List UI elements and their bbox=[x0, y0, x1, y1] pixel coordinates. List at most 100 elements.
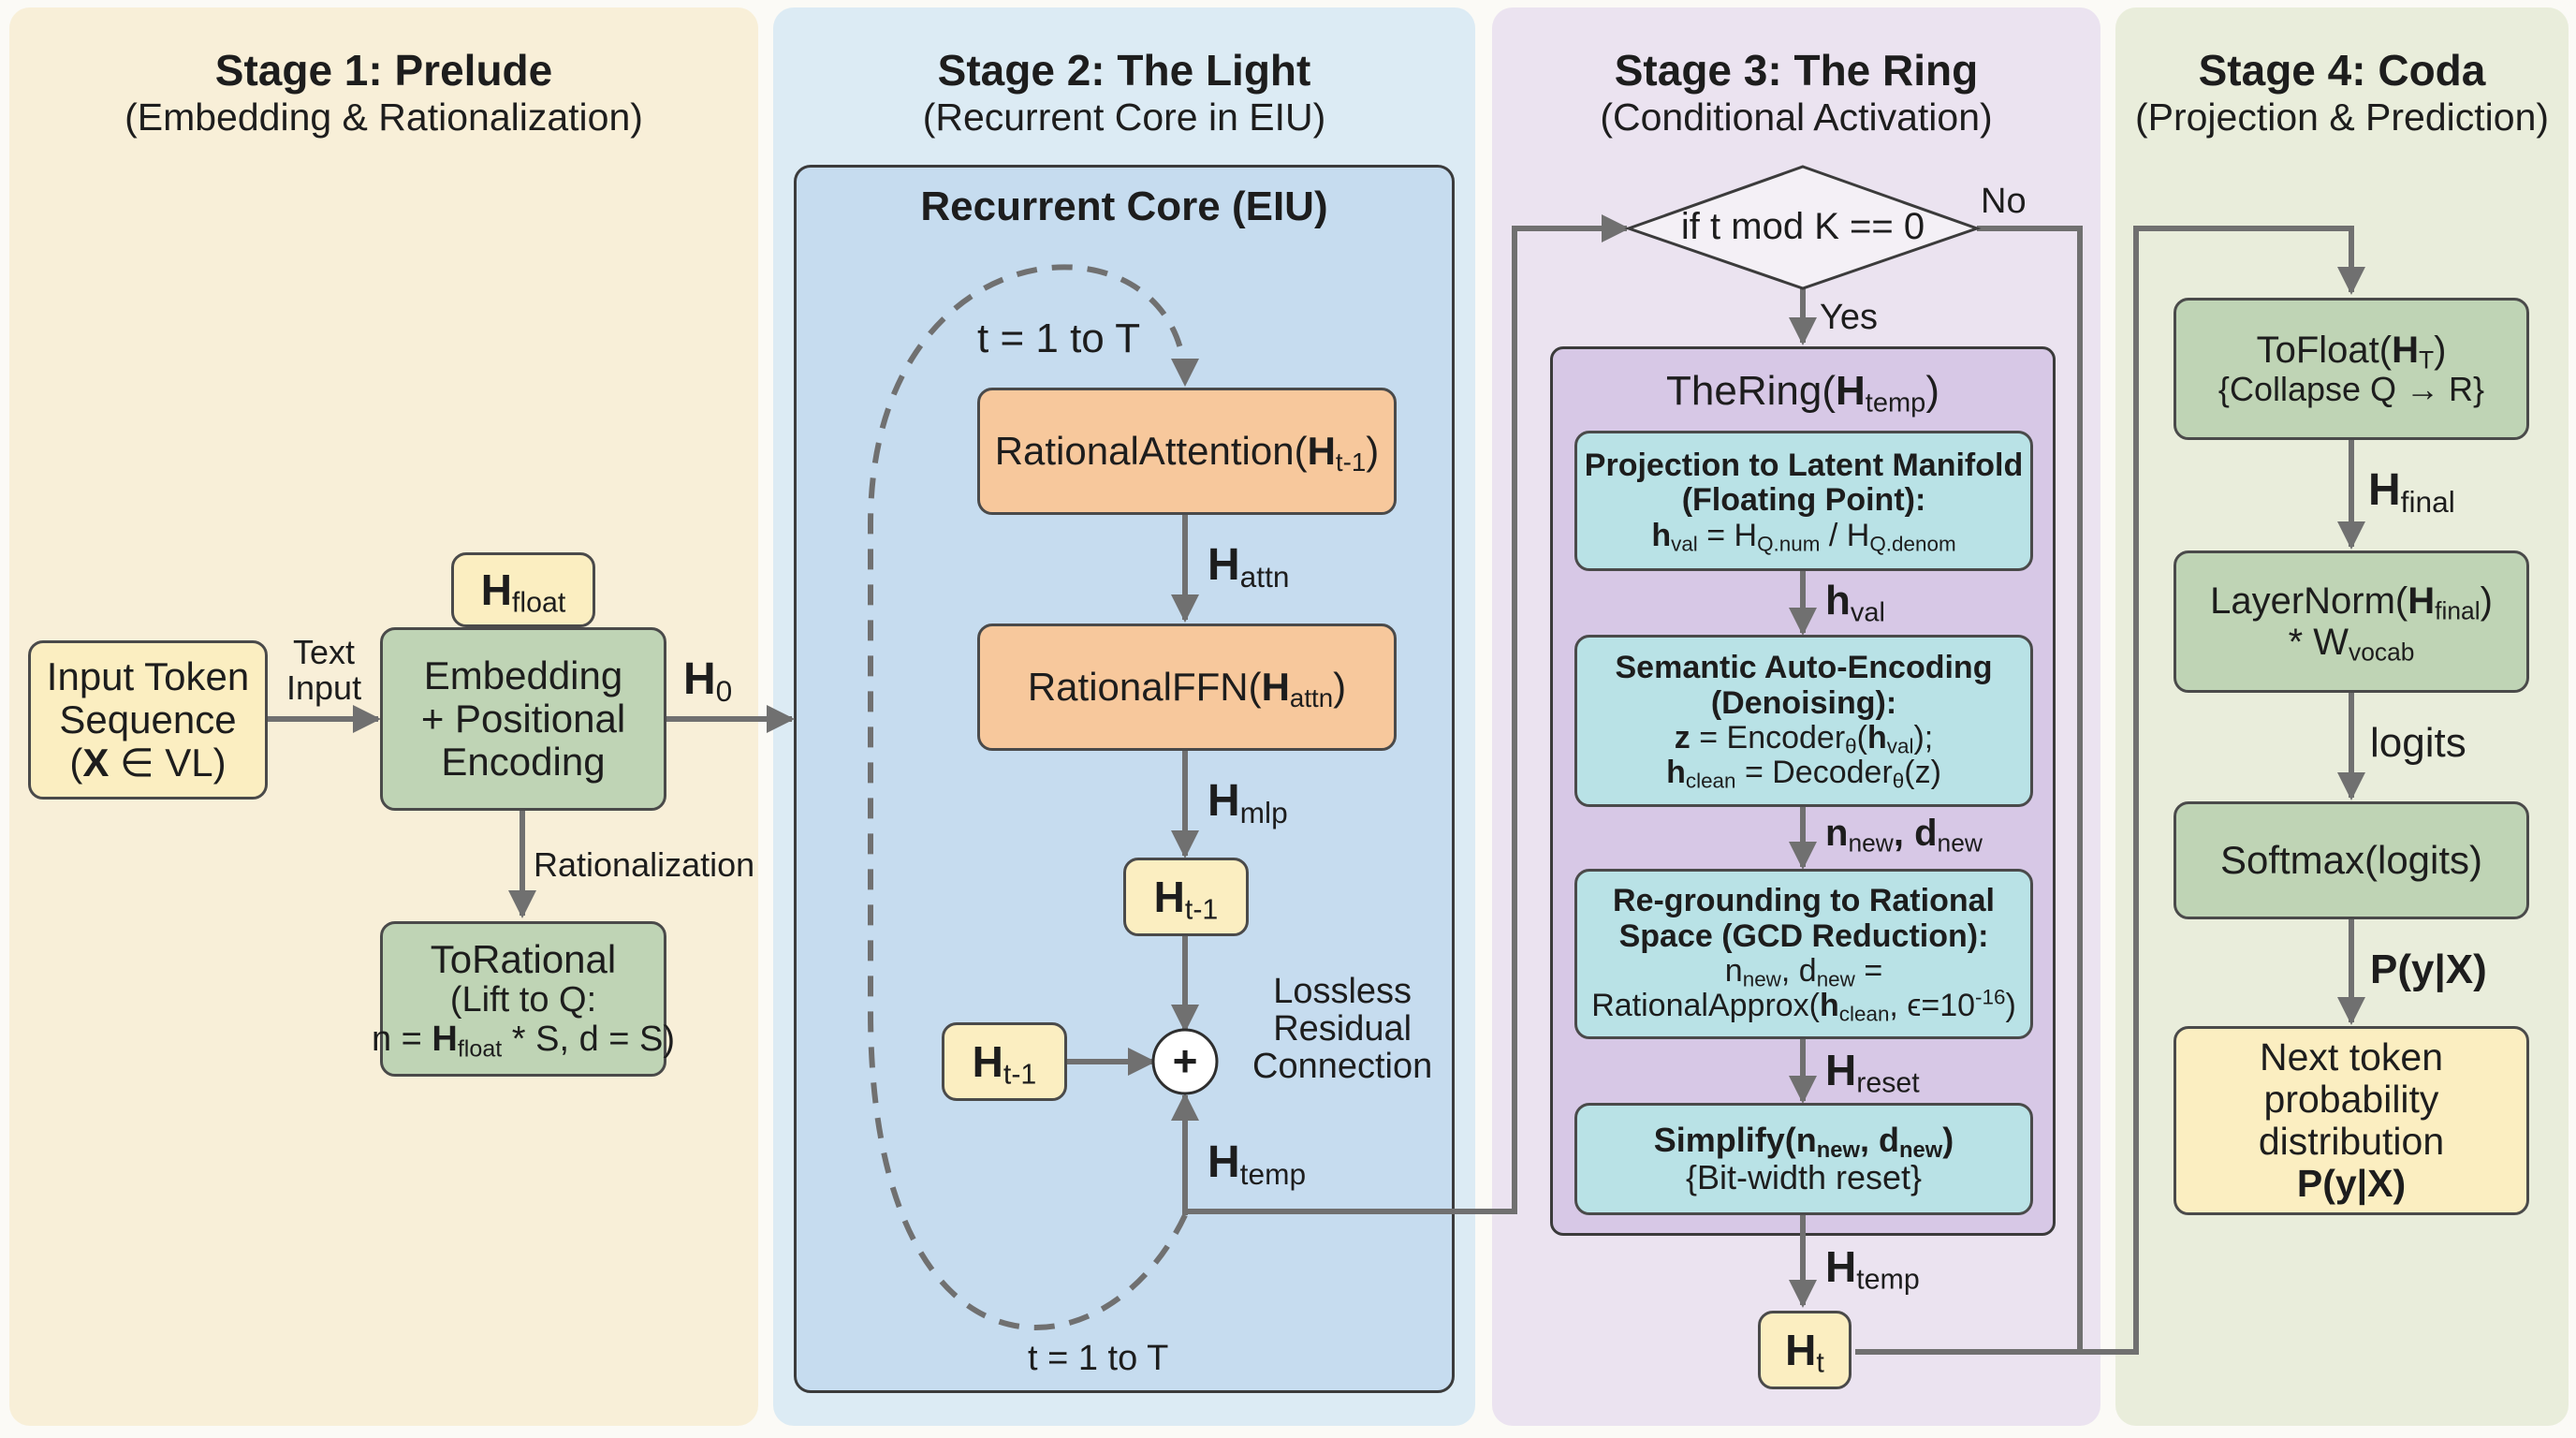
next-token-line-4: P(y|X) bbox=[2297, 1163, 2406, 1205]
regrounding-box: Re-grounding to Rational Space (GCD Redu… bbox=[1574, 869, 2033, 1039]
layernorm-box: LayerNorm(Hfinal) * Wvocab bbox=[2174, 550, 2529, 693]
to-rational-sub: float bbox=[457, 1035, 503, 1063]
input-line-2: Sequence bbox=[59, 697, 237, 741]
residual-line-3: Connection bbox=[1252, 1046, 1433, 1086]
regrounding-eps: , ϵ=10 bbox=[1889, 988, 1976, 1024]
layernorm-sub: final bbox=[2435, 596, 2481, 625]
h-temp-stage3-sub: temp bbox=[1856, 1264, 1920, 1296]
h-attn-main: H bbox=[1208, 540, 1240, 590]
loop-top-label: t = 1 to T bbox=[977, 315, 1141, 361]
attention-sub: t-1 bbox=[1335, 447, 1367, 477]
simplify-pre: Simplify(n bbox=[1653, 1121, 1817, 1160]
ffn-var: H bbox=[1261, 664, 1290, 709]
h-float-sub: float bbox=[511, 587, 566, 619]
regrounding-eq: = bbox=[1854, 953, 1883, 989]
simplify-n-sub: new bbox=[1816, 1137, 1860, 1164]
regrounding-approx: RationalApprox( bbox=[1591, 988, 1820, 1024]
regrounding-title-1: Re-grounding to Rational bbox=[1613, 883, 1995, 919]
attention-var: H bbox=[1307, 428, 1336, 473]
stage-4-title: Stage 4: Coda bbox=[2198, 46, 2486, 95]
to-float-box: ToFloat(HT) {Collapse Q → R} bbox=[2174, 298, 2529, 440]
simplify-line-2: {Bit-width reset} bbox=[1685, 1158, 1923, 1196]
projection-f-sub2: Q.num bbox=[1757, 532, 1821, 556]
semantic-close: ); bbox=[1913, 720, 1934, 756]
stage-2-subtitle: (Recurrent Core in EIU) bbox=[922, 95, 1326, 139]
n-new-n-sub: new bbox=[1848, 829, 1894, 858]
ffn-post: ) bbox=[1333, 664, 1347, 709]
regrounding-exp: -16 bbox=[1975, 986, 2006, 1010]
yes-label: Yes bbox=[1820, 298, 1878, 337]
rational-ffn-box: RationalFFN(Hattn) bbox=[977, 624, 1397, 751]
recurrent-core-title: Recurrent Core (EIU) bbox=[920, 183, 1328, 229]
projection-box: Projection to Latent Manifold (Floating … bbox=[1574, 431, 2033, 571]
to-rational-line-3: n = Hfloat * S, d = S) bbox=[372, 1020, 675, 1063]
regrounding-n-sub: new bbox=[1742, 967, 1781, 991]
next-token-line-3: distribution bbox=[2258, 1120, 2445, 1163]
h-t-sub: t bbox=[1816, 1347, 1824, 1379]
decision-diamond bbox=[1624, 165, 1982, 290]
no-label: No bbox=[1981, 182, 2027, 221]
layernorm-w: * W bbox=[2288, 622, 2349, 663]
semantic-title-2: (Denoising): bbox=[1710, 684, 1897, 721]
regrounding-line-2: RationalApprox(hclean, ϵ=10-16) bbox=[1591, 986, 2016, 1026]
h-final-sub: final bbox=[2400, 484, 2455, 519]
h-temp-stage2-main: H bbox=[1208, 1137, 1240, 1187]
h-temp-label-stage2: Htemp bbox=[1208, 1137, 1306, 1189]
plus-symbol: + bbox=[1172, 1036, 1198, 1085]
semantic-enc: = Encoder bbox=[1690, 720, 1846, 756]
h-val-sub: val bbox=[1850, 597, 1886, 628]
h-reset-main: H bbox=[1825, 1046, 1857, 1094]
regrounding-n: n bbox=[1724, 953, 1743, 989]
logits-label: logits bbox=[2370, 720, 2466, 766]
n-new-d-sub: new bbox=[1937, 829, 1983, 858]
h-final-label: Hfinal bbox=[2368, 465, 2455, 517]
regrounding-line-1: nnew, dnew = bbox=[1724, 953, 1883, 991]
p-label-var: X bbox=[2445, 946, 2474, 992]
loop-dashed-arc bbox=[868, 264, 1199, 1330]
h-prev-tag-residual: Ht-1 bbox=[942, 1022, 1067, 1101]
h-float-tag: Hfloat bbox=[451, 552, 595, 627]
simplify-d-sub: new bbox=[1899, 1137, 1943, 1164]
rationalization-label: Rationalization bbox=[534, 845, 755, 884]
input-line-1: Input Token bbox=[46, 653, 250, 698]
next-token-p-pre: P(y| bbox=[2296, 1162, 2368, 1206]
semantic-theta: θ bbox=[1845, 734, 1857, 758]
to-rational-var: H bbox=[432, 1020, 458, 1060]
regrounding-h-sub: clean bbox=[1838, 1003, 1890, 1026]
h-mlp-label: Hmlp bbox=[1208, 779, 1288, 828]
arrow-htemp-to-decision bbox=[1185, 214, 1630, 1214]
to-float-sub: T bbox=[2418, 345, 2435, 374]
h-t-main: H bbox=[1785, 1325, 1817, 1374]
h-prev-upper-main: H bbox=[1153, 872, 1185, 921]
arrow-ht-to-stage4 bbox=[1855, 226, 2365, 1355]
h-prev-tag-upper: Ht-1 bbox=[1123, 858, 1249, 936]
projection-f-mid: = H bbox=[1697, 517, 1758, 553]
h-attn-label: Hattn bbox=[1208, 540, 1290, 592]
recurrent-core-box bbox=[794, 165, 1455, 1393]
simplify-mid: , d bbox=[1860, 1121, 1899, 1160]
layernorm-w-sub: vocab bbox=[2349, 638, 2415, 667]
h-prev-residual-sub: t-1 bbox=[1003, 1059, 1037, 1091]
n-new-n: n bbox=[1825, 813, 1849, 854]
loop-bottom-label: t = 1 to T bbox=[1028, 1339, 1169, 1378]
to-rational-title: ToRational bbox=[430, 937, 617, 982]
to-float-var: H bbox=[2392, 330, 2419, 372]
h-final-main: H bbox=[2368, 465, 2401, 515]
input-token-sequence-box: Input Token Sequence (X ∈ VL) bbox=[28, 640, 268, 800]
the-ring-title: TheRing(Htemp) bbox=[1550, 368, 2056, 417]
softmax-box: Softmax(logits) bbox=[2174, 801, 2529, 919]
to-float-pre: ToFloat( bbox=[2256, 330, 2393, 372]
to-float-line-2: {Collapse Q → R} bbox=[2217, 370, 2485, 409]
projection-title-2: (Floating Point): bbox=[1681, 482, 1926, 519]
to-float-line-1: ToFloat(HT) bbox=[2256, 330, 2447, 374]
attention-pre: RationalAttention( bbox=[994, 428, 1308, 473]
n-new-d: d bbox=[1914, 813, 1938, 854]
h-temp-label-stage3: Htemp bbox=[1825, 1245, 1920, 1294]
h0-label: H0 bbox=[683, 657, 732, 706]
semantic-hval: h bbox=[1866, 720, 1887, 756]
ring-title-post: ) bbox=[1925, 368, 1939, 414]
h-mlp-sub: mlp bbox=[1239, 795, 1288, 829]
regrounding-close: ) bbox=[2005, 988, 2016, 1024]
h-reset-label: Hreset bbox=[1825, 1046, 1920, 1097]
